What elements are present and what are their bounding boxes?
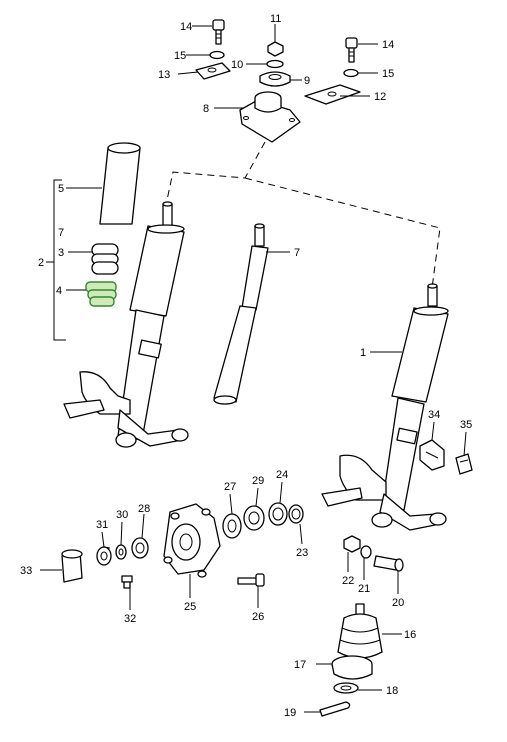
screw-32 bbox=[121, 575, 133, 589]
callout-30: 30 bbox=[116, 509, 128, 521]
grease-cap-33 bbox=[61, 549, 83, 583]
callout-2: 2 bbox=[38, 257, 44, 269]
ball-joint-group bbox=[319, 535, 404, 717]
washer-30 bbox=[115, 544, 127, 560]
callout-16: 16 bbox=[404, 629, 416, 641]
bearing-race-29 bbox=[243, 505, 265, 531]
wheel-bolt-26 bbox=[237, 573, 265, 587]
nut-11 bbox=[267, 41, 284, 57]
callout-25: 25 bbox=[184, 601, 196, 613]
bolt-20 bbox=[373, 555, 404, 572]
callout-3: 3 bbox=[58, 247, 64, 259]
leader-dashed-lines bbox=[166, 141, 441, 289]
bushing-9 bbox=[259, 71, 291, 87]
callout-8: 8 bbox=[203, 103, 209, 115]
strut-body-left bbox=[129, 225, 185, 317]
callout-19: 19 bbox=[284, 707, 296, 719]
callout-35: 35 bbox=[460, 419, 472, 431]
callout-15b: 15 bbox=[382, 68, 394, 80]
group-bracket-2 bbox=[53, 179, 66, 341]
callout-31: 31 bbox=[96, 519, 108, 531]
right-strut-1 bbox=[321, 283, 449, 531]
washer-21 bbox=[360, 545, 372, 559]
washer-15-right bbox=[343, 68, 359, 78]
bolt-14-right bbox=[345, 37, 358, 63]
callout-14b: 14 bbox=[382, 39, 394, 51]
callout-4: 4 bbox=[56, 285, 62, 297]
callout-24: 24 bbox=[276, 469, 288, 481]
callout-17: 17 bbox=[294, 659, 306, 671]
callout-7-left: 7 bbox=[58, 227, 64, 239]
callout-13: 13 bbox=[158, 69, 170, 81]
callout-12: 12 bbox=[374, 91, 386, 103]
plate-12 bbox=[304, 84, 361, 105]
callout-20: 20 bbox=[392, 597, 404, 609]
bump-stop-3 bbox=[91, 243, 119, 275]
retaining-ring-17 bbox=[331, 655, 373, 680]
callout-23: 23 bbox=[296, 547, 308, 559]
callout-labels: 14 15 13 11 10 9 8 14 15 12 5 7 3 2 4 7 … bbox=[20, 13, 472, 719]
callout-29: 29 bbox=[252, 475, 264, 487]
callout-1: 1 bbox=[360, 347, 366, 359]
callout-28: 28 bbox=[138, 503, 150, 515]
seal-24 bbox=[268, 502, 288, 526]
protective-tube-5 bbox=[99, 142, 141, 225]
damper-insert-7 bbox=[213, 223, 269, 405]
wheel-hub-group bbox=[61, 502, 304, 589]
callout-33: 33 bbox=[20, 565, 32, 577]
piston-rod bbox=[162, 203, 173, 227]
callout-14: 14 bbox=[180, 21, 192, 33]
clip-35 bbox=[455, 453, 473, 475]
callout-22: 22 bbox=[342, 575, 354, 587]
bearing-27 bbox=[222, 513, 242, 539]
callout-5: 5 bbox=[58, 183, 64, 195]
bearing-28 bbox=[131, 537, 149, 559]
callout-10: 10 bbox=[231, 59, 243, 71]
plate-13 bbox=[195, 62, 231, 80]
dust-boot-16 bbox=[337, 603, 383, 659]
callout-34: 34 bbox=[428, 409, 440, 421]
callout-27: 27 bbox=[224, 481, 236, 493]
nut-22 bbox=[343, 535, 361, 553]
circlip-18 bbox=[333, 682, 359, 694]
callout-18: 18 bbox=[386, 685, 398, 697]
cotter-pin-19 bbox=[319, 701, 351, 717]
spring-seat-4 bbox=[85, 281, 117, 307]
left-strut bbox=[46, 142, 189, 448]
wheel-hub-25 bbox=[163, 503, 221, 578]
ring-23 bbox=[288, 504, 304, 524]
strut-mount-8 bbox=[239, 91, 301, 143]
callout-15: 15 bbox=[174, 50, 186, 62]
bolt-14-left bbox=[212, 19, 225, 45]
callout-26: 26 bbox=[252, 611, 264, 623]
washer-10 bbox=[266, 59, 284, 69]
callout-21: 21 bbox=[358, 583, 370, 595]
top-mount-group bbox=[195, 19, 361, 143]
leader-lines bbox=[40, 24, 467, 713]
clip-34 bbox=[419, 439, 445, 471]
callout-9: 9 bbox=[304, 75, 310, 87]
washer-15-left bbox=[209, 50, 225, 60]
callout-11: 11 bbox=[270, 13, 281, 25]
callout-32: 32 bbox=[124, 613, 136, 625]
clamp-nut-31 bbox=[96, 546, 112, 566]
callout-7: 7 bbox=[294, 247, 300, 259]
